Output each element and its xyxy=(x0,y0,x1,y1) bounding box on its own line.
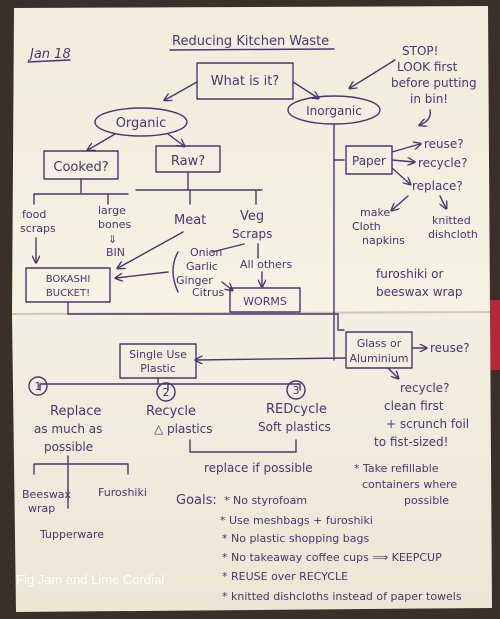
stop-note-line-4: in bin! xyxy=(410,92,448,106)
paper-reuse: reuse? xyxy=(424,137,464,151)
beeswax-line-2: wrap xyxy=(28,502,55,515)
worms-box xyxy=(229,287,301,313)
inorganic-label: Inorganic xyxy=(306,104,362,118)
veg-label: Veg xyxy=(240,209,264,224)
date-label: Jan 18 xyxy=(27,47,71,62)
redcycle-line-2: Soft plastics xyxy=(258,420,331,434)
number-1: 1 xyxy=(35,380,42,393)
tupperware-label: Tupperware xyxy=(39,528,104,541)
top-page xyxy=(12,6,490,314)
ginger-label: Ginger xyxy=(176,274,213,287)
refillable-line-3: possible xyxy=(404,494,449,507)
replace-line-2: as much as xyxy=(34,422,102,436)
replace-if-possible: replace if possible xyxy=(204,461,313,475)
number-1-circle xyxy=(28,376,48,396)
paper-replace: replace? xyxy=(412,179,463,193)
stop-note-line-1: STOP! xyxy=(402,44,438,58)
glass-box xyxy=(345,331,413,369)
bokashi-line-1: BOKASHI xyxy=(46,274,91,285)
glass-reuse: reuse? xyxy=(430,341,470,355)
page-title: Reducing Kitchen Waste xyxy=(172,34,329,49)
stop-note-line-3: before putting xyxy=(391,76,477,90)
make-cloth-line-2: Cloth xyxy=(352,220,381,233)
replace-line-3: possible xyxy=(44,440,93,454)
knitted-line-1: knitted xyxy=(432,214,471,227)
glass-recycle-line-1: recycle? xyxy=(400,381,449,395)
redcycle-line-1: REDcycle xyxy=(266,402,327,417)
raw-label: Raw? xyxy=(171,154,205,169)
number-2-circle xyxy=(156,382,176,402)
recycle-line-1: Recycle xyxy=(146,404,196,419)
stop-note-line-2: LOOK first xyxy=(397,60,458,74)
all-others-label: All others xyxy=(240,258,292,271)
photo-caption: Fig Jam and Lime Cordial xyxy=(16,572,164,587)
glass-line-2: Aluminium xyxy=(349,352,408,365)
refillable-line-1: * Take refillable xyxy=(354,462,439,475)
single-use-line-1: Single Use xyxy=(129,348,187,361)
organic-ellipse xyxy=(94,107,188,137)
beeswax-line-1: Beeswax xyxy=(22,488,72,501)
organic-label: Organic xyxy=(116,116,167,131)
food-scraps-line-1: food xyxy=(22,208,46,221)
recycle-line-2: △ plastics xyxy=(154,422,213,436)
goals-label: Goals: xyxy=(176,493,217,508)
goal-5: * REUSE over RECYCLE xyxy=(222,570,348,583)
make-cloth-line-3: napkins xyxy=(362,234,405,247)
paper-label: Paper xyxy=(352,154,386,168)
scraps-label: Scraps xyxy=(232,227,272,241)
worms-label: WORMS xyxy=(243,295,287,308)
bin-label: BIN xyxy=(106,246,125,259)
furoshiki-label: Furoshiki xyxy=(98,486,147,499)
onion-label: Onion xyxy=(190,246,222,259)
goal-6: * knitted dishcloths instead of paper to… xyxy=(222,590,462,603)
large-bones-line-2: bones xyxy=(98,218,131,231)
food-scraps-line-2: scraps xyxy=(20,222,56,235)
furoshiki-wrap-line-2: beeswax wrap xyxy=(376,285,462,299)
glass-recycle-line-4: to fist-sized! xyxy=(374,435,448,449)
glass-recycle-line-3: + scrunch foil xyxy=(386,417,469,431)
single-use-line-2: Plastic xyxy=(140,362,176,375)
bokashi-line-2: BUCKET! xyxy=(46,288,90,299)
refillable-line-2: containers where xyxy=(362,478,457,491)
paper-recycle: recycle? xyxy=(418,156,467,170)
what-is-it-box xyxy=(196,62,294,100)
goal-3: * No plastic shopping bags xyxy=(222,532,369,545)
bottom-page xyxy=(12,312,492,612)
goal-2: * Use meshbags + furoshiki xyxy=(220,514,373,527)
what-is-it-label: What is it? xyxy=(211,74,279,89)
number-3-circle xyxy=(286,380,306,400)
glass-line-1: Glass or xyxy=(357,337,402,350)
bin-arrow-glyph: ⇓ xyxy=(108,233,117,246)
number-2: 2 xyxy=(163,386,170,399)
furoshiki-wrap-line-1: furoshiki or xyxy=(376,267,443,281)
meat-label: Meat xyxy=(174,213,206,228)
goal-1: * No styrofoam xyxy=(224,494,307,507)
citrus-label: Citrus xyxy=(192,286,225,299)
number-3: 3 xyxy=(293,384,300,397)
replace-line-1: Replace xyxy=(50,404,101,419)
glass-recycle-line-2: clean first xyxy=(384,399,444,413)
goal-4: * No takeaway coffee cups ⟹ KEEPCUP xyxy=(222,551,442,564)
cooked-label: Cooked? xyxy=(53,160,108,175)
garlic-label: Garlic xyxy=(186,260,218,273)
large-bones-line-1: large xyxy=(98,204,126,217)
knitted-line-2: dishcloth xyxy=(428,228,478,241)
make-cloth-line-1: make xyxy=(360,206,390,219)
